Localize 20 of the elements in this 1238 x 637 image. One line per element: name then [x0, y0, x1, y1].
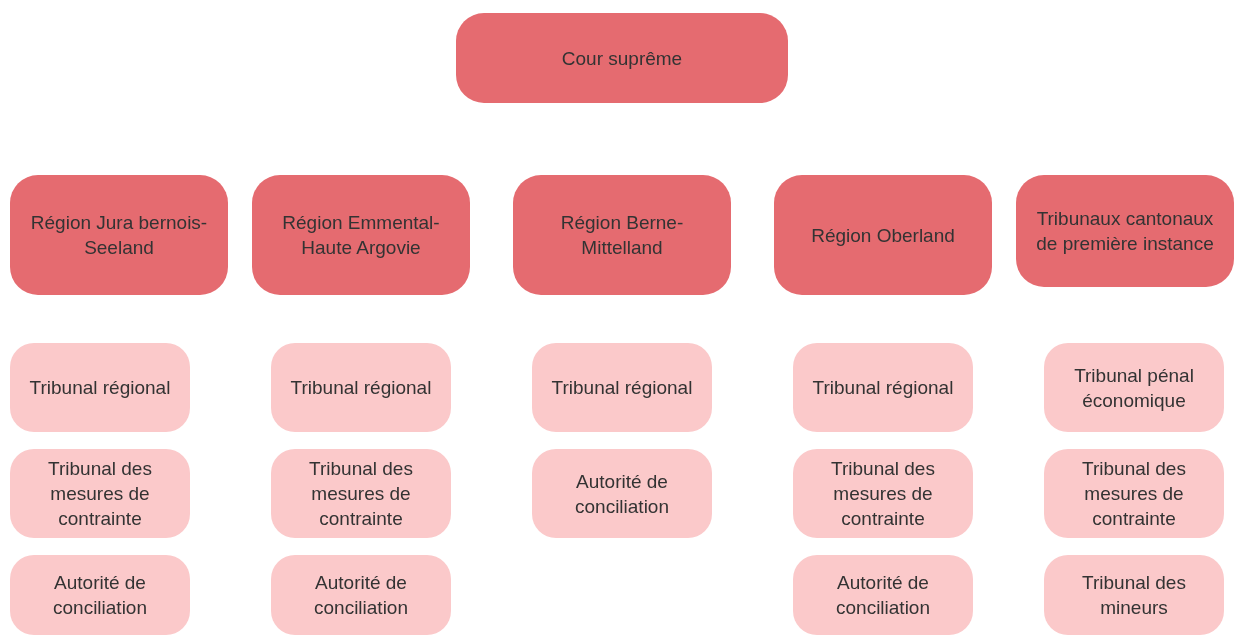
org-box: Tribunal des mineurs: [1044, 555, 1224, 635]
org-box: Tribunal régional: [10, 343, 190, 432]
org-box: Autorité de conciliation: [532, 449, 712, 538]
org-box: Tribunaux cantonaux de première instance: [1016, 175, 1234, 287]
org-box: Cour suprême: [456, 13, 788, 103]
org-box: Tribunal des mesures de contrainte: [10, 449, 190, 538]
org-box: Autorité de conciliation: [10, 555, 190, 635]
org-box: Tribunal des mesures de contrainte: [271, 449, 451, 538]
org-box: Région Berne-Mittelland: [513, 175, 731, 295]
org-box: Tribunal régional: [793, 343, 973, 432]
org-box: Autorité de conciliation: [271, 555, 451, 635]
org-box: Autorité de conciliation: [793, 555, 973, 635]
org-box: Tribunal des mesures de contrainte: [1044, 449, 1224, 538]
org-box: Région Oberland: [774, 175, 992, 295]
org-box: Tribunal régional: [271, 343, 451, 432]
org-box: Tribunal pénal économique: [1044, 343, 1224, 432]
org-box: Tribunal régional: [532, 343, 712, 432]
org-box: Tribunal des mesures de contrainte: [793, 449, 973, 538]
org-box: Région Emmental-Haute Argovie: [252, 175, 470, 295]
org-box: Région Jura bernois-Seeland: [10, 175, 228, 295]
